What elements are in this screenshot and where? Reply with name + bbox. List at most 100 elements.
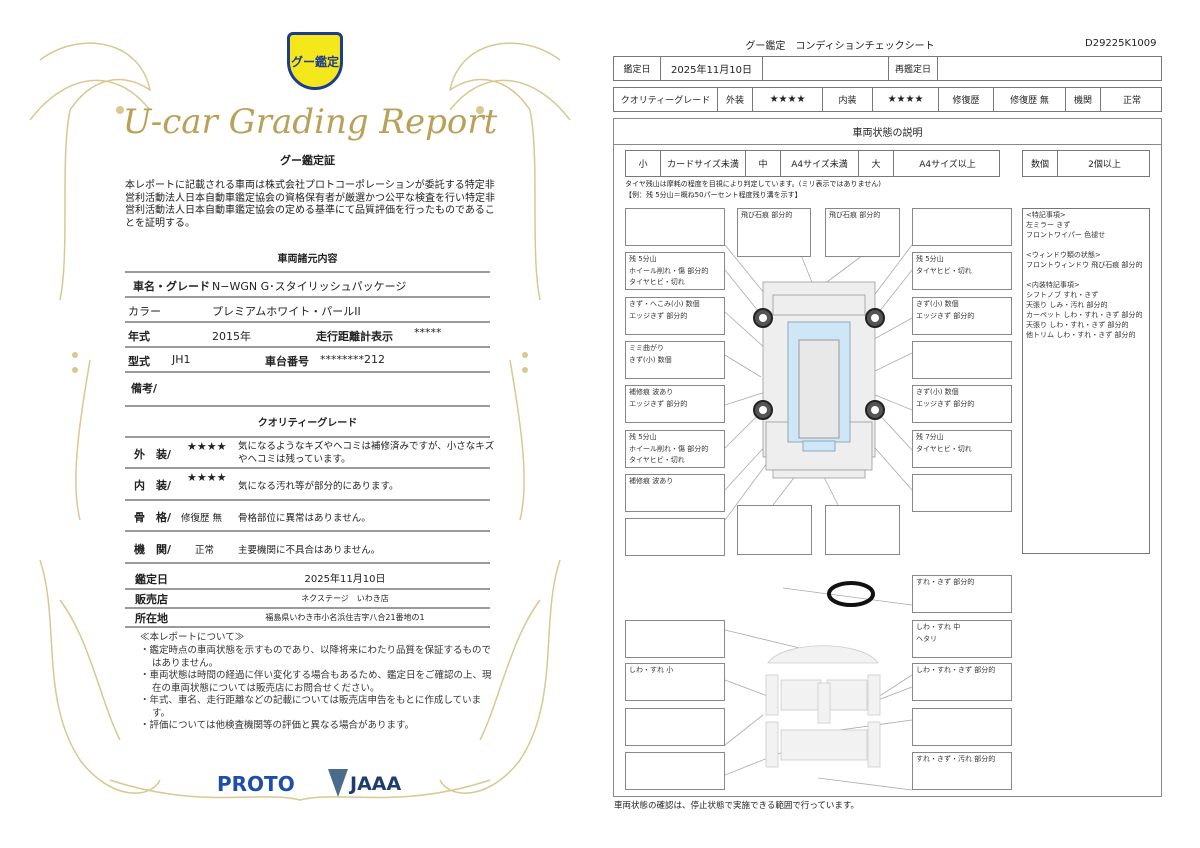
grade-value: 正常 (195, 545, 215, 556)
steering-box: すれ・きず 部分的 (912, 575, 1012, 613)
color-label: カラー (128, 305, 161, 318)
exterior-stars: ★★★★ (753, 88, 823, 111)
count-label: 数個 (1023, 151, 1058, 176)
about-title: ≪本レポートについて≫ (140, 632, 245, 643)
color-value: プレミアムホワイト・パールII (212, 305, 361, 318)
date-label: 鑑定日 (135, 573, 168, 586)
spec-title: 車両諸元内容 (277, 254, 338, 265)
size-small: 小 (626, 151, 661, 176)
rear-bumper-box (825, 505, 900, 555)
grade-desc: 気になるようなキズやヘコミは補修済みですが、小さなキズやヘコミは残っています。 (238, 441, 495, 465)
grade-label: 機 関/ (134, 543, 172, 556)
right-side-sill-box (912, 341, 1012, 379)
jaaa-logo-icon (328, 769, 348, 797)
proto-logo: PROTO (217, 772, 295, 796)
cert-body: 本レポートに記載される車両は株式会社プロトコーポレーションが委託する特定非営利活… (125, 180, 495, 229)
count-value: 2個以上 (1088, 160, 1121, 170)
front-right-fender-box: きず(小) 数個 エッジきず 部分的 (912, 297, 1012, 335)
interior-label: 内装 (823, 88, 873, 111)
hood-box: 飛び石痕 部分的 (737, 208, 811, 257)
repair-value: 修復歴 無 (994, 88, 1066, 111)
cert-title: グー鑑定証 (280, 154, 335, 167)
grade-value: ★★★★ (187, 471, 227, 484)
address-label: 所在地 (135, 612, 168, 625)
rear-left-tire-box: 残 5分山 ホイール削れ・傷 部分的 タイヤヒビ・切れ (625, 430, 725, 468)
ornamental-border (29, 42, 571, 801)
chassis-label: 車台番号 (265, 355, 309, 368)
ceiling-box (625, 620, 725, 658)
size-large-desc: A4サイズ以上 (919, 160, 976, 170)
grade-row: クオリティーグレード 外装 ★★★★ 内装 ★★★★ 修復歴 修復歴 無 機関 … (613, 87, 1162, 112)
report-title: U-car Grading Report (122, 102, 498, 142)
year-label: 年式 (128, 330, 150, 343)
address-value: 福島県いわき市小名浜住吉字八合21番地の1 (265, 613, 425, 622)
front-right-tire-box: 残 5分山 タイヤヒビ・切れ (912, 252, 1012, 290)
driver-seat-box: しわ・すれ 中 ヘタリ (912, 620, 1012, 658)
rear-seat-box (625, 752, 725, 790)
engine-value: 正常 (1122, 96, 1141, 106)
date-label: 鑑定日 (614, 57, 661, 80)
grade-value: 修復歴 無 (181, 513, 223, 524)
sheet-title: グー鑑定 コンディションチェックシート (745, 41, 935, 52)
size-medium-desc: A4サイズ未満 (781, 151, 859, 176)
left-trim-box (625, 708, 725, 746)
car-name-value: N−WGN G･スタイリッシュパッケージ (212, 280, 407, 293)
goo-kantei-logo: グー鑑定 (287, 32, 343, 90)
odometer-value: ***** (414, 326, 442, 339)
grade-label: 内 装/ (134, 479, 172, 492)
repair-label: 修復歴 (939, 88, 994, 111)
size-legend: 小 カードサイズ未満 中 A4サイズ未満 大 A4サイズ以上 (625, 150, 1000, 177)
front-left-corner-box (625, 208, 725, 246)
front-left-fender-box: きず・へこみ(小) 数個 エッジきず 部分的 (625, 297, 725, 335)
carpet-box: すれ・きず・汚れ 部分的 (912, 752, 1012, 790)
about-item: 評価については他検査機関等の評価と異なる場合があります。 (149, 720, 415, 731)
about-list: ・鑑定時点の車両状態を示すものであり、以降将来にわたり品質を保証するものではあり… (140, 645, 492, 731)
tire-note: タイヤ残山は摩耗の程度を目視により判定しています。(ミリ表示ではありません) (625, 180, 881, 188)
redate-value (938, 57, 1038, 80)
rear-left-quarter-box: 補修痕 波あり (625, 474, 725, 512)
footer-note: 車両状態の確認は、停止状態で実施できる範囲で行っています。 (614, 801, 860, 811)
grade-label: 骨 格/ (134, 511, 172, 524)
remarks-label: 備考/ (131, 382, 158, 395)
rear-right-quarter-box (912, 474, 1012, 512)
document-id: D29225K1009 (1085, 38, 1157, 49)
date-value: 2025年11月10日 (661, 57, 763, 80)
about-item: 鑑定時点の車両状態を示すものであり、以降将来にわたり品質を保証するものではありま… (149, 645, 492, 669)
grade-value: ★★★★ (187, 440, 227, 453)
engine-label: 機関 (1066, 88, 1101, 111)
date-value: 2025年11月10日 (304, 574, 386, 585)
size-large: 大 (859, 151, 894, 176)
section-title: 車両状態の説明 (613, 118, 1162, 145)
grade-desc: 主要機関に不具合はありません。 (238, 545, 381, 556)
shop-label: 販売店 (135, 593, 168, 606)
car-diagram (724, 244, 913, 791)
special-notes-box: <特記事項> 左ミラー きず フロントワイパー 色褪せ <ウィンドウ類の状態> … (1022, 208, 1150, 554)
jaaa-logo: JAAA (350, 773, 402, 795)
grade-title: クオリティーグレード (257, 418, 358, 429)
rear-right-tire-box: 残 7分山 タイヤヒビ・切れ (912, 430, 1012, 468)
front-left-seat-box: しわ・すれ 小 (625, 663, 725, 701)
steering-wheel-icon (827, 581, 875, 607)
size-medium: 中 (746, 151, 781, 176)
year-value: 2015年 (212, 330, 251, 343)
right-trim-box: しわ・すれ・きず 部分的 (912, 663, 1012, 701)
grade-label: 外 装/ (134, 448, 172, 461)
exterior-label: 外装 (718, 88, 753, 111)
console-box (912, 708, 1012, 746)
about-item: 年式、車名、走行距離などの記載については販売店申告をもとに作成しています。 (149, 695, 482, 719)
model-label: 型式 (128, 355, 150, 368)
count-legend: 数個 2個以上 (1022, 150, 1150, 177)
grade-desc: 骨格部位に異常はありません。 (238, 513, 371, 524)
interior-stars: ★★★★ (873, 88, 939, 111)
grade-desc: 気になる汚れ等が部分的にあります。 (238, 481, 399, 492)
rear-left-corner-box (625, 518, 725, 556)
odometer-label: 走行距離計表示 (316, 330, 393, 343)
model-value: JH1 (172, 353, 191, 366)
front-bumper-box: 飛び石痕 部分的 (825, 208, 900, 257)
right-door-box: きず(小) 数個 エッジきず 部分的 (912, 385, 1012, 423)
tire-example: 【例：残 5分山＝概ね50パーセント程度残り溝を示す】 (625, 191, 802, 199)
shop-value: ネクステージ いわき店 (301, 594, 389, 603)
size-small-desc: カードサイズ未満 (661, 151, 746, 176)
date-row: 鑑定日 2025年11月10日 再鑑定日 (613, 56, 1162, 81)
left-door-box: 補修痕 波あり エッジきず 部分的 (625, 385, 725, 423)
